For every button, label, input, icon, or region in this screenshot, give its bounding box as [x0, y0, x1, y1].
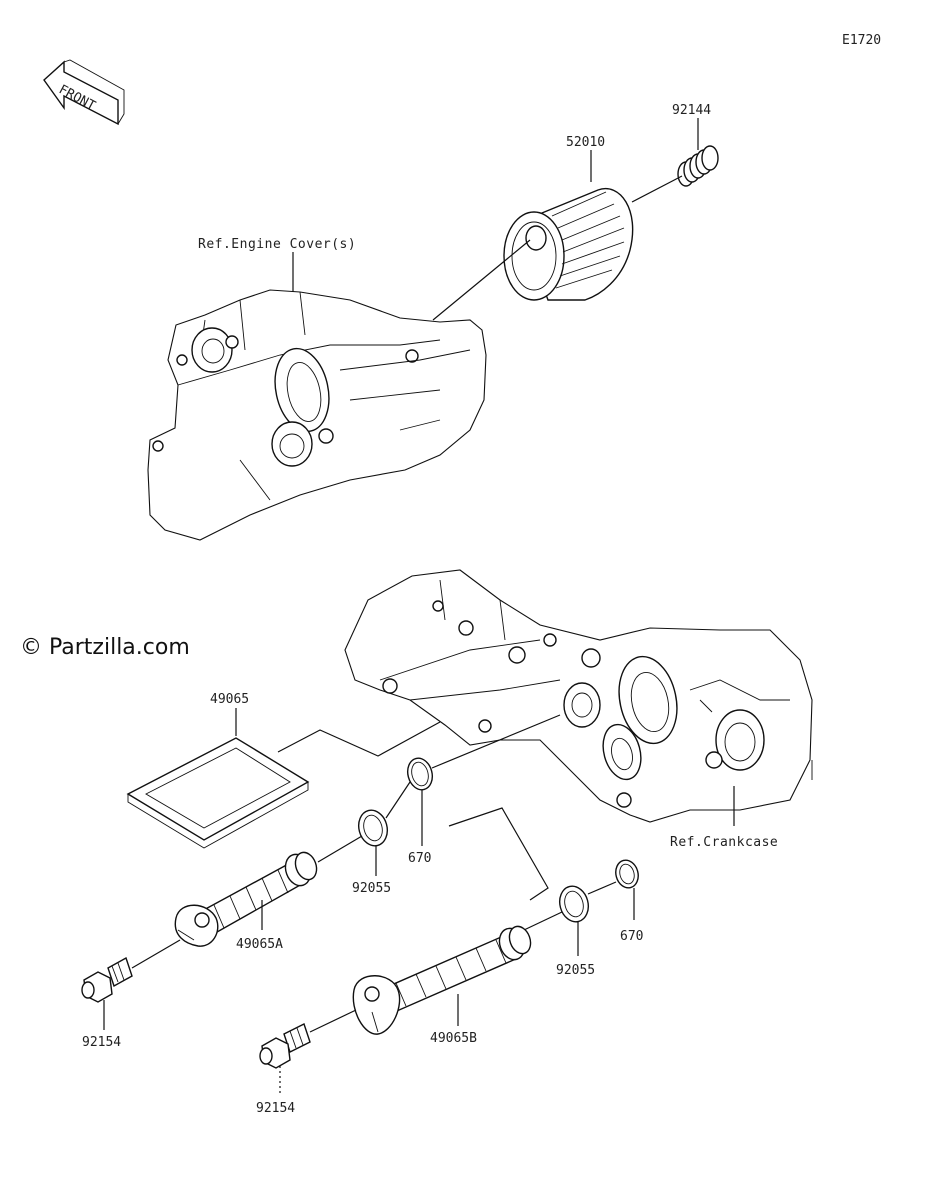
- part-label-92154-a: 92154: [82, 1035, 121, 1050]
- bolt-b: [259, 1023, 311, 1069]
- part-label-670-b: 670: [620, 929, 643, 944]
- part-label-92055-a: 92055: [352, 881, 391, 896]
- diagram-code: E1720: [842, 33, 881, 48]
- spring: [677, 145, 719, 187]
- part-label-92154-b: 92154: [256, 1101, 295, 1116]
- screen: [126, 737, 310, 849]
- strainer-a: [174, 851, 318, 947]
- o-ring-a-large: [357, 809, 389, 847]
- watermark: © Partzilla.com: [20, 635, 190, 660]
- bolt-a: [81, 956, 133, 1003]
- strainer-b: [352, 925, 532, 1035]
- part-label-52010: 52010: [566, 135, 605, 150]
- o-ring-a-small: [406, 757, 434, 791]
- ref-engine-cover-label: Ref.Engine Cover(s): [198, 237, 356, 252]
- part-label-92144: 92144: [672, 103, 711, 118]
- crankcase: [344, 569, 813, 823]
- part-label-670-a: 670: [408, 851, 431, 866]
- part-label-49065: 49065: [210, 692, 249, 707]
- ref-crankcase-label: Ref.Crankcase: [670, 835, 778, 850]
- part-label-92055-b: 92055: [556, 963, 595, 978]
- o-ring-b-small: [615, 859, 639, 889]
- engine-cover: [147, 289, 487, 541]
- front-arrow-icon: FRONT: [43, 59, 125, 126]
- oil-filter: [503, 187, 634, 301]
- part-label-49065A: 49065A: [236, 937, 283, 952]
- o-ring-b-large: [558, 885, 590, 923]
- part-label-49065B: 49065B: [430, 1031, 477, 1046]
